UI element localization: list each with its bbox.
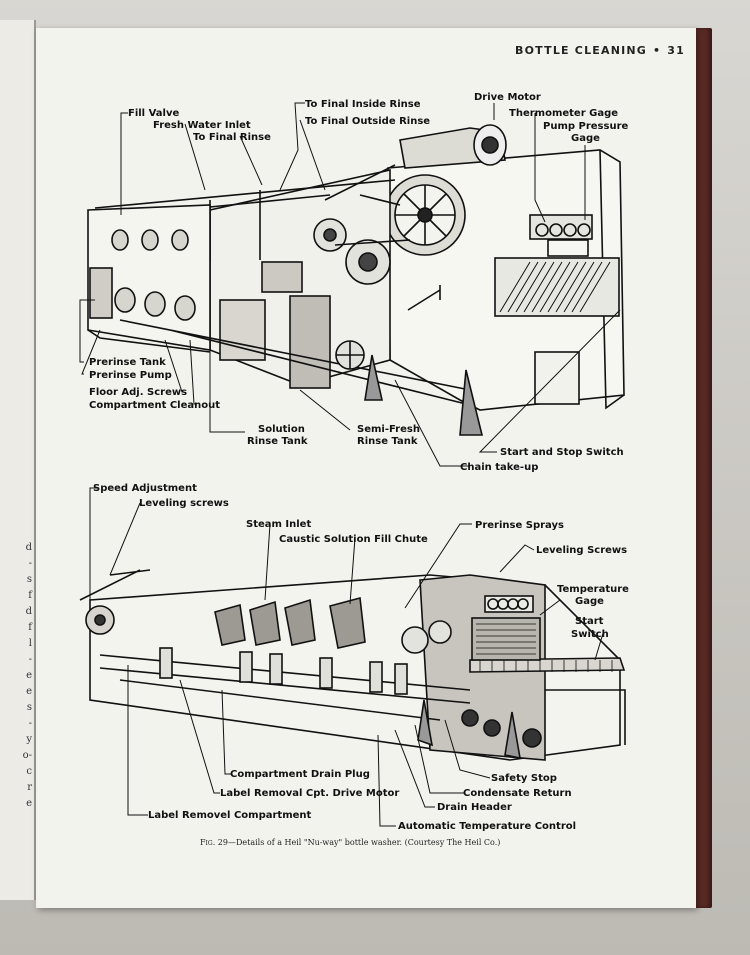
top-figure-labels: Fill Valve Fresh Water Inlet To Final Ri… — [89, 92, 629, 473]
label-start-switch: Switch — [571, 629, 609, 640]
label-to-final-outside-rinse: To Final Outside Rinse — [305, 116, 430, 127]
label-floor-adj-screws: Floor Adj. Screws — [89, 387, 187, 398]
previous-page-fragment: s — [26, 574, 32, 585]
section-title: BOTTLE CLEANING — [515, 44, 648, 57]
top-leader-lines — [79, 102, 621, 467]
label-safety-stop: Safety Stop — [491, 773, 557, 784]
figure-caption: Fig. 29—Details of a Heil "Nu-way" bottl… — [200, 838, 500, 847]
label-temperature: Temperature — [557, 584, 629, 595]
label-solution: Solution — [258, 424, 305, 435]
label-prerinse-sprays: Prerinse Sprays — [475, 520, 564, 531]
bottom-figure-labels: Speed Adjustment Leveling screws Steam I… — [93, 483, 629, 832]
label-start: Start — [575, 616, 604, 627]
previous-page-fragment: e — [26, 798, 32, 809]
label-to-final-rinse: To Final Rinse — [193, 132, 271, 143]
previous-page-fragment: e — [26, 686, 32, 697]
label-label-removal-motor: Label Removal Cpt. Drive Motor — [220, 788, 399, 799]
label-compartment-cleanout: Compartment Cleanout — [89, 400, 220, 411]
previous-page-fragment: f — [28, 590, 32, 601]
label-fresh-water-inlet: Fresh Water Inlet — [153, 120, 251, 131]
label-pump-pressure: Pump Pressure — [543, 121, 629, 132]
page-number: 31 — [667, 44, 685, 57]
label-start-stop-switch: Start and Stop Switch — [500, 447, 624, 458]
label-thermometer-gage: Thermometer Gage — [509, 108, 618, 119]
previous-page-fragment: - — [28, 718, 32, 729]
label-automatic-temperature-control: Automatic Temperature Control — [398, 821, 576, 832]
previous-page-fragment: y — [26, 734, 32, 745]
previous-page-fragment: l — [28, 638, 32, 649]
label-label-removel-compartment: Label Removel Compartment — [148, 810, 312, 821]
header-separator: • — [653, 44, 662, 57]
label-compartment-drain-plug: Compartment Drain Plug — [230, 769, 370, 780]
label-fill-valve: Fill Valve — [128, 108, 179, 119]
label-rinse-tank-2: Rinse Tank — [357, 436, 418, 447]
label-speed-adjustment: Speed Adjustment — [93, 483, 197, 494]
label-condensate-return: Condensate Return — [463, 788, 572, 799]
previous-page-fragment: o- — [22, 750, 32, 761]
caption-text: —Details of a Heil "Nu-way" bottle washe… — [227, 838, 501, 847]
label-steam-inlet: Steam Inlet — [246, 519, 311, 530]
label-chain-take-up: Chain take-up — [460, 462, 538, 473]
label-drain-header: Drain Header — [437, 802, 512, 813]
label-rinse-tank-1: Rinse Tank — [247, 436, 308, 447]
label-drive-motor: Drive Motor — [474, 92, 541, 103]
label-temperature-gage: Gage — [575, 596, 604, 607]
previous-page-fragment: d — [25, 606, 32, 617]
running-header: BOTTLE CLEANING • 31 — [515, 44, 685, 57]
label-leveling-screws-right: Leveling Screws — [536, 545, 627, 556]
label-prerinse-tank: Prerinse Tank — [89, 357, 166, 368]
label-to-final-inside-rinse: To Final Inside Rinse — [305, 99, 421, 110]
label-semi-fresh: Semi-Fresh — [357, 424, 420, 435]
previous-page-fragment: s — [26, 702, 32, 713]
previous-page-fragment: d — [25, 542, 32, 553]
previous-page-fragment: - — [28, 654, 32, 665]
label-caustic-fill-chute: Caustic Solution Fill Chute — [279, 534, 428, 545]
previous-page-fragment: f — [28, 622, 32, 633]
previous-page-fragment: e — [26, 670, 32, 681]
previous-page-fragment: c — [26, 766, 32, 777]
figure-number: Fig. 29 — [200, 838, 228, 847]
bottom-machine-drawing — [79, 569, 626, 761]
top-machine-drawing — [87, 124, 625, 436]
previous-page-fragment: - — [28, 558, 32, 569]
label-prerinse-pump: Prerinse Pump — [89, 370, 172, 381]
label-pump-pressure-gage: Gage — [571, 133, 600, 144]
bottom-leader-lines — [89, 487, 605, 827]
previous-page-fragment: r — [27, 782, 32, 793]
label-leveling-screws-left: Leveling screws — [139, 498, 229, 509]
